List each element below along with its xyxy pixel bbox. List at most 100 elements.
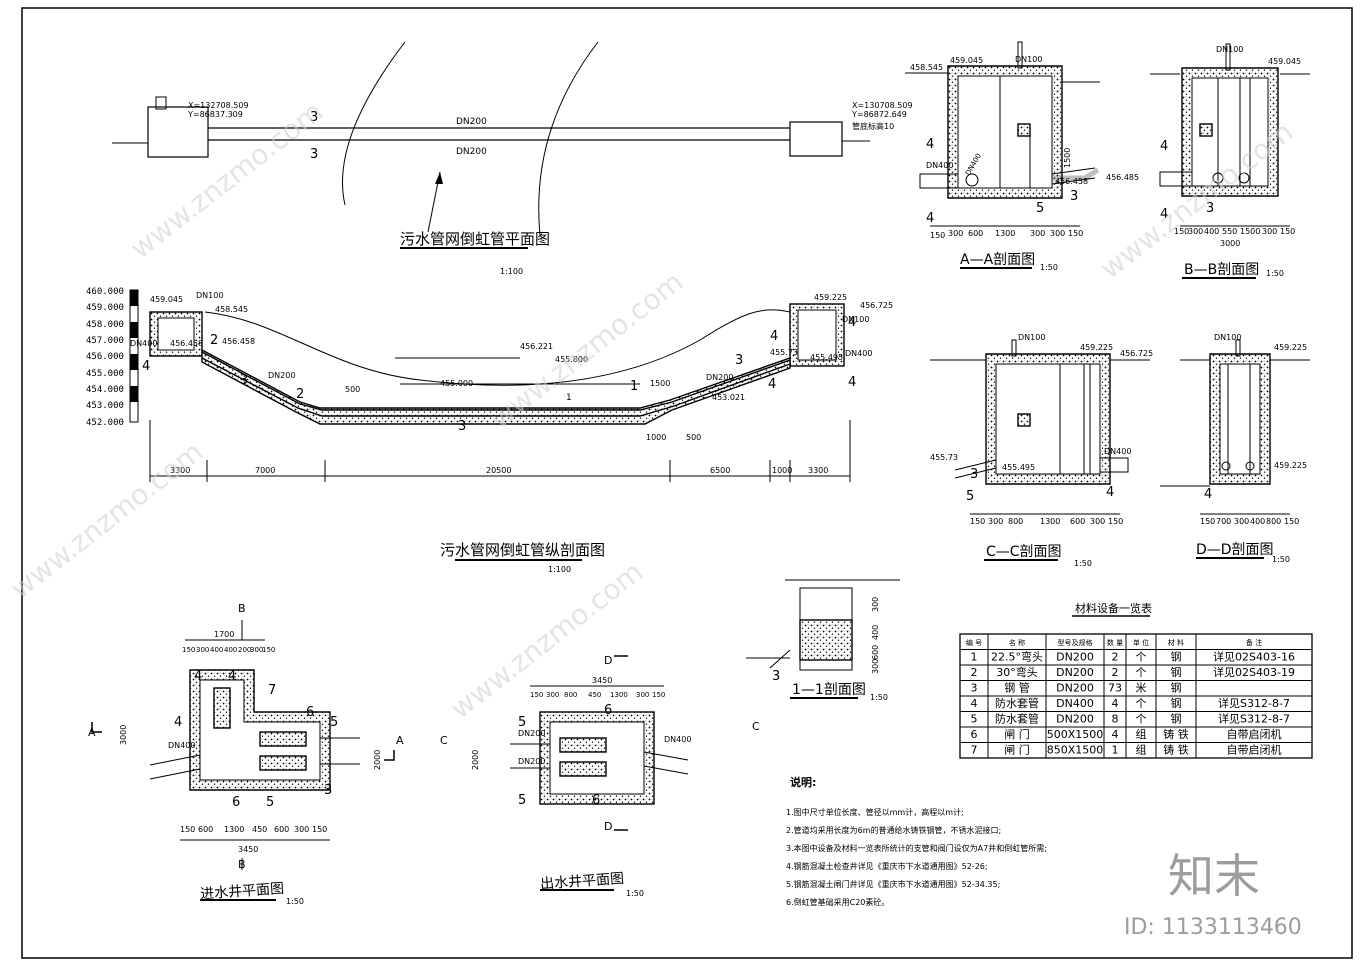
prof-e-456725: 456.725 — [860, 301, 893, 310]
table-row-1-3: 2 — [1112, 651, 1119, 664]
inlet-bot-dim-2: 1300 — [224, 825, 244, 834]
inlet-bot-dim-6: 150 — [312, 825, 327, 834]
aa-num-3: 3 — [1070, 189, 1078, 204]
s11-num-3: 3 — [772, 669, 780, 684]
plan-pipe-label-top: DN200 — [456, 117, 487, 127]
dd-title: D—D剖面图 — [1196, 542, 1274, 558]
cc-e4: 455.495 — [1002, 463, 1035, 472]
sheet-frame — [21, 7, 1353, 959]
prof-dn100-r: DN100 — [842, 315, 869, 324]
table-row-4-1: 防水套管 — [995, 696, 1039, 710]
outlet-num-0: 5 — [518, 715, 526, 730]
inlet-bot-dim-3: 450 — [252, 825, 267, 834]
prof-num-4d: 4 — [768, 377, 776, 392]
inlet-bot-dim-4: 600 — [274, 825, 289, 834]
prof-num-4a: 4 — [142, 359, 150, 374]
prof-dim-0: 3300 — [170, 466, 190, 475]
inlet-bot-dim-0: 150 — [180, 825, 195, 834]
bb-dim-3: 550 — [1222, 227, 1237, 236]
inlet-top-dim-4: 200 — [238, 646, 251, 654]
s11-dim-1: 400 — [871, 625, 880, 640]
outlet-scale: 1:50 — [626, 889, 644, 898]
table-header-5: 材 料 — [1168, 638, 1184, 647]
prof-dim-500: 500 — [345, 385, 360, 394]
bb-dn100: DN100 — [1216, 45, 1243, 54]
prof-num-4c: 4 — [848, 315, 856, 330]
note-item: 2.管道均采用长度为6m的普通给水铸铁钢管，不锈水泥接口; — [786, 825, 1001, 835]
profile-title: 污水管网倒虹管纵剖面图 — [440, 541, 605, 559]
bb-dim-2: 400 — [1204, 227, 1219, 236]
elev-tick-4: 456.000 — [86, 352, 124, 362]
bb-total: 3000 — [1220, 239, 1240, 248]
inlet-num-3: 4 — [174, 715, 182, 730]
aa-dim-1: 300 — [948, 229, 963, 238]
table-row-6-0: 6 — [971, 728, 978, 741]
table-row-1-2: DN200 — [1056, 651, 1094, 664]
prof-e-459225: 459.225 — [814, 293, 847, 302]
inlet-left-total: 3000 — [119, 725, 128, 745]
table-row-2-3: 2 — [1112, 666, 1119, 679]
s11-dim-0: 300 — [871, 597, 880, 612]
inlet-dn400: DN400 — [168, 741, 195, 750]
table-row-5-0: 5 — [971, 713, 978, 726]
cc-e1: 459.225 — [1080, 343, 1113, 352]
inlet-plan: B B A A 1700 150 300 400 400 200 300 150… — [88, 602, 404, 906]
table-row-3-0: 3 — [971, 682, 978, 695]
cc-dim-5: 300 — [1090, 517, 1105, 526]
outlet-dn200b: DN200 — [518, 757, 545, 766]
inlet-top-dim-1: 300 — [196, 646, 209, 654]
prof-e-453021: 453.021 — [712, 393, 745, 402]
dd-scale: 1:50 — [1272, 555, 1290, 564]
table-row-1-5: 钢 — [1171, 651, 1182, 664]
outlet-top-dim-4: 1300 — [610, 691, 628, 699]
inlet-num-2: 4 — [228, 669, 236, 684]
elev-tick-6: 454.000 — [86, 385, 124, 395]
cc-dn400: DN400 — [1104, 447, 1131, 456]
outlet-top-dim-3: 450 — [588, 691, 601, 699]
aa-scale: 1:50 — [1040, 263, 1058, 272]
aa-e2: 458.545 — [910, 63, 943, 72]
inlet-title: 进水井平面图 — [200, 881, 285, 903]
inlet-top-dim-3: 400 — [224, 646, 237, 654]
table-row-7-2: 850X1500 — [1047, 744, 1104, 757]
outlet-dn200a: DN200 — [518, 729, 545, 738]
table-row-2-5: 钢 — [1171, 666, 1182, 679]
cc-dim-2: 800 — [1008, 517, 1023, 526]
inlet-scale: 1:50 — [286, 897, 304, 906]
s11-dim-2: 600 — [871, 645, 880, 660]
elev-tick-2: 458.000 — [86, 320, 124, 330]
profile-scale: 1:100 — [548, 565, 571, 574]
inlet-num-6: 3 — [324, 783, 332, 798]
dd-num-4: 4 — [1204, 487, 1212, 502]
prof-dim-1000: 1000 — [646, 433, 666, 442]
table-row-4-3: 4 — [1112, 697, 1119, 710]
outlet-mark-c-right: C — [752, 720, 760, 733]
aa-e4: 456.485 — [1106, 173, 1139, 182]
table-row-1-0: 1 — [971, 651, 978, 664]
table-row-4-6: 详见S312-8-7 — [1218, 696, 1290, 710]
elev-tick-0: 460.000 — [86, 287, 124, 297]
table-row-4-2: DN400 — [1056, 697, 1094, 710]
inlet-bot-total: 3450 — [238, 845, 258, 854]
prof-num-4e: 4 — [848, 375, 856, 390]
table-row-3-2: DN200 — [1056, 682, 1094, 695]
aa-dim-4: 300 — [1030, 229, 1045, 238]
outlet-title: 出水井平面图 — [540, 871, 625, 893]
inlet-right-total: 2000 — [373, 750, 382, 770]
prof-num-2: 2 — [210, 333, 218, 348]
prof-dn200a: DN200 — [268, 371, 295, 380]
plan-pipe-label-bottom: DN200 — [456, 147, 487, 157]
bb-num-4b: 4 — [1160, 207, 1168, 222]
table-row-1-1: 22.5°弯头 — [991, 650, 1043, 664]
elev-tick-7: 453.000 — [86, 401, 124, 411]
aa-dim-6: 150 — [1068, 229, 1083, 238]
table-row-4-5: 钢 — [1171, 697, 1182, 710]
cc-e3: 455.73 — [930, 453, 958, 462]
inlet-top-dim-2: 400 — [210, 646, 223, 654]
prof-num-4b: 4 — [770, 329, 778, 344]
table-row-2-4: 个 — [1136, 666, 1147, 679]
prof-e-456458b: 456.458 — [222, 337, 255, 346]
notes-title: 说明: — [790, 775, 816, 789]
cc-dim-6: 150 — [1108, 517, 1123, 526]
aa-num-4a: 4 — [926, 137, 934, 152]
